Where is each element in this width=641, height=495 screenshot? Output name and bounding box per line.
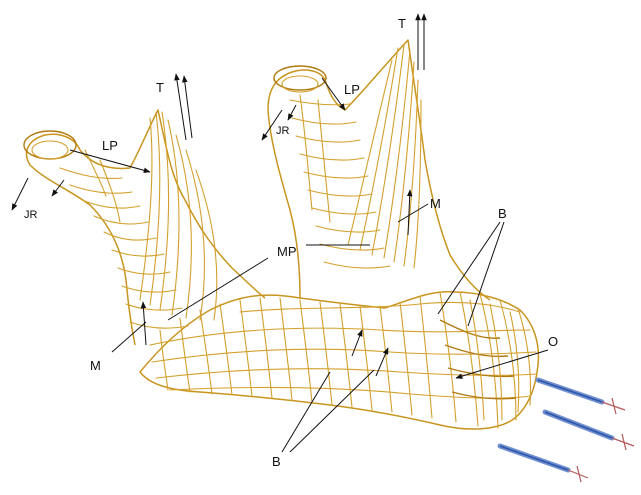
label-jr-right: JR (276, 125, 290, 137)
m-right-leader (398, 204, 428, 222)
m-left-leader (112, 322, 146, 352)
b-bottom-leader-2 (290, 370, 374, 452)
force-rod-middle (545, 412, 634, 450)
left-ramus-outline (26, 110, 265, 345)
label-m-right: M (430, 196, 441, 211)
right-ramus-hatching (290, 95, 390, 268)
label-b-bottom: B (272, 454, 281, 469)
label-lp-left: LP (102, 138, 118, 153)
left-condyle (24, 131, 76, 159)
label-mp: MP (277, 244, 297, 259)
mandible-mesh (24, 40, 538, 429)
label-t-left: T (156, 80, 164, 95)
b-top-leader-2 (468, 222, 504, 326)
label-b-top: B (498, 206, 507, 221)
t-left-arrow-2 (184, 76, 192, 138)
b-bottom-leader-1 (282, 372, 330, 452)
b-top-leader-1 (438, 222, 500, 314)
force-rod-bottom (500, 446, 588, 482)
label-lp-right: LP (344, 82, 360, 97)
t-left-arrow-1 (176, 74, 186, 140)
label-m-left: M (90, 358, 101, 373)
label-o: O (548, 334, 558, 349)
occlusal-force-rods (500, 380, 634, 482)
mandible-body-contours (150, 302, 537, 398)
label-jr-left: JR (24, 209, 38, 221)
force-rod-top (538, 380, 625, 414)
b-bottom-arrow-1 (352, 330, 362, 356)
left-ramus-hatching (60, 150, 188, 328)
left-temporalis-fibers (140, 112, 217, 320)
label-t-right: T (398, 16, 406, 31)
mandible-outline (140, 292, 538, 429)
right-ramus-outline (268, 40, 490, 300)
annotation-arrows (12, 14, 548, 452)
jr-left-arrow-1 (12, 178, 28, 210)
right-temporalis-fibers (348, 45, 421, 268)
symphysis-mesh (440, 300, 519, 420)
